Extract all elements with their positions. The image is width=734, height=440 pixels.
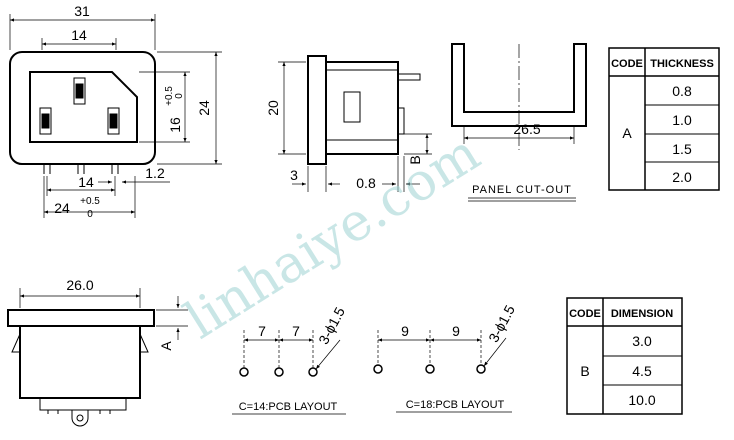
thickness-header-value: THICKNESS: [650, 58, 714, 70]
dim-side-b: B: [407, 155, 423, 164]
pcb18-hole-label: 3-ϕ1.5: [485, 302, 518, 345]
dimension-value-2: 4.5: [632, 363, 652, 379]
pcb14-hole-3: [308, 367, 318, 377]
dim-side-thickness: 0.8: [356, 175, 376, 191]
dim-tol-zero: 0: [174, 93, 185, 99]
panel-cutout-caption: PANEL CUT-OUT: [472, 184, 572, 196]
dim-inner-width-14: 14: [71, 27, 87, 43]
dim-pin-span-14: 14: [78, 174, 94, 190]
dim-side-height-20: 20: [265, 100, 281, 116]
dim-base-tol-plus: +0.5: [80, 196, 100, 207]
dimension-header-value: DIMENSION: [611, 308, 673, 320]
side-flange: [307, 55, 327, 165]
pcb18-pitch-1: 9: [401, 323, 409, 339]
bottom-flange: [7, 309, 155, 327]
thickness-value-1: 0.8: [672, 83, 692, 99]
pcb14-hole-1: [239, 367, 249, 377]
pcb-layout-14: [232, 330, 346, 415]
dimension-header-code: CODE: [569, 308, 601, 320]
pin-right-hole: [109, 113, 118, 129]
thickness-value-3: 1.5: [672, 141, 692, 157]
dim-cutout-width: 26.5: [513, 121, 540, 137]
pcb14-pitch-2: 7: [292, 323, 300, 339]
dimension-value-1: 3.0: [632, 333, 652, 349]
panel-cutout: [451, 43, 587, 202]
dim-tol-plus: +0.5: [164, 86, 175, 106]
pcb14-caption: C=14:PCB LAYOUT: [239, 401, 338, 413]
pcb18-hole-1: [373, 364, 383, 374]
dimension-value-3: 10.0: [628, 392, 655, 408]
pin-left-hole: [41, 113, 50, 129]
bottom-terminal: [71, 410, 89, 427]
terminals: [43, 164, 119, 174]
thickness-code: A: [622, 125, 632, 141]
pcb18-hole-2: [425, 364, 435, 374]
dim-width-31: 31: [74, 3, 90, 19]
bottom-base: [39, 398, 127, 411]
thickness-table: [608, 47, 720, 191]
dim-pin-offset: 1.2: [145, 165, 165, 181]
dimension-code: B: [580, 363, 589, 379]
pin-right: [107, 107, 120, 135]
pin-center: [73, 77, 86, 105]
dimension-table: [566, 297, 683, 415]
bottom-body: [19, 325, 141, 399]
pcb14-pitch-1: 7: [258, 323, 266, 339]
dim-base-tol-zero: 0: [87, 209, 93, 220]
bottom-view: [7, 288, 188, 427]
pcb18-caption: C=18:PCB LAYOUT: [406, 399, 505, 411]
pin-left: [39, 107, 52, 135]
dim-height-24: 24: [196, 100, 212, 116]
thickness-header-code: CODE: [611, 58, 643, 70]
thickness-value-4: 2.0: [672, 169, 692, 185]
dim-side-offset-3: 3: [290, 167, 298, 183]
front-view: [9, 14, 222, 218]
bottom-clip-left: [11, 333, 21, 353]
dim-bottom-a: A: [158, 341, 174, 351]
dim-inner-height-16: 16: [167, 117, 183, 133]
side-view: [278, 55, 432, 192]
side-tab: [398, 107, 405, 135]
pcb14-hole-2: [274, 367, 284, 377]
side-window: [343, 91, 361, 123]
socket-cavity: [29, 71, 138, 143]
dim-base-width-24: 24: [54, 200, 70, 216]
side-latch: [398, 73, 421, 81]
pcb18-pitch-2: 9: [452, 323, 460, 339]
pcb14-hole-label: 3-ϕ1.5: [315, 304, 348, 347]
pcb18-hole-3: [476, 364, 486, 374]
thickness-value-2: 1.0: [672, 112, 692, 128]
bottom-clip-right: [139, 333, 149, 353]
cutout-profile: [451, 43, 587, 127]
pin-center-hole: [75, 83, 84, 99]
socket-outline: [9, 51, 156, 165]
dim-bottom-width: 26.0: [66, 277, 93, 293]
pcb-layout-18: [373, 330, 512, 413]
